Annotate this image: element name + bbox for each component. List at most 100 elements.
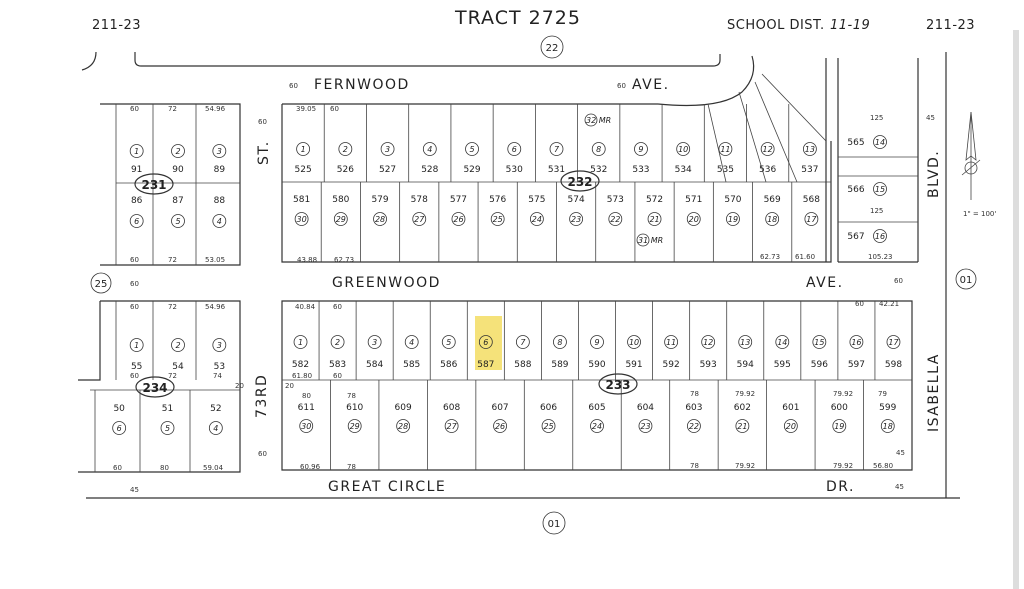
parcel-number[interactable]: 602: [734, 403, 751, 413]
parcel-number[interactable]: 598: [885, 360, 902, 370]
parcel-number[interactable]: 575: [528, 195, 545, 205]
parcel-number[interactable]: 599: [879, 403, 896, 413]
parcel-number[interactable]: 579: [371, 195, 388, 205]
parcel-number[interactable]: 570: [724, 195, 741, 205]
parcel-number[interactable]: 595: [774, 360, 791, 370]
parcel-number[interactable]: 610: [346, 403, 363, 413]
dim-label: 60: [130, 105, 139, 113]
lot-number-circle: [338, 142, 353, 156]
lot-number: 13: [740, 338, 750, 347]
parcel-number[interactable]: 534: [675, 165, 692, 175]
lot-number: 16: [875, 232, 885, 241]
mr-label: 32 MR: [586, 116, 611, 125]
lot-number: 17: [806, 215, 817, 224]
parcel-number[interactable]: 568: [803, 195, 820, 205]
parcel-number[interactable]: 572: [646, 195, 663, 205]
parcel-number[interactable]: 532: [590, 165, 607, 175]
parcel-number[interactable]: 597: [848, 360, 865, 370]
parcel-number[interactable]: 574: [568, 195, 585, 205]
parcel-number[interactable]: 601: [782, 403, 799, 413]
parcel-number[interactable]: 593: [700, 360, 717, 370]
parcel-number[interactable]: 583: [329, 360, 346, 370]
parcel-number[interactable]: 576: [489, 195, 506, 205]
lot-number: 6: [512, 145, 517, 154]
parcel-number[interactable]: 88: [214, 196, 226, 206]
block-231-label: 231: [141, 178, 166, 192]
parcel-number[interactable]: 581: [293, 195, 310, 205]
parcel-number[interactable]: 606: [540, 403, 557, 413]
parcel-number[interactable]: 86: [131, 196, 143, 206]
parcel-number[interactable]: 565: [847, 138, 864, 148]
lot-number: 24: [532, 215, 542, 224]
parcel-number[interactable]: 584: [366, 360, 383, 370]
parcel-number[interactable]: 589: [551, 360, 568, 370]
parcel-number[interactable]: 585: [403, 360, 420, 370]
parcel-number[interactable]: 592: [663, 360, 680, 370]
dim-label: 125: [870, 114, 883, 122]
lot-number: 18: [883, 422, 893, 431]
lot-number: 5: [165, 424, 170, 433]
street-great-circle: GREAT CIRCLE: [328, 479, 446, 495]
parcel-number[interactable]: 537: [801, 165, 818, 175]
diagonal-lot-lines: [707, 73, 827, 183]
parcel-number[interactable]: 600: [831, 403, 848, 413]
parcel-number[interactable]: 525: [295, 165, 312, 175]
lot-number-circle: [541, 419, 556, 433]
parcel-number[interactable]: 53: [214, 362, 225, 372]
parcel-number[interactable]: 567: [847, 232, 864, 242]
lot-number-circle: [171, 144, 185, 158]
parcel-number[interactable]: 529: [463, 165, 480, 175]
parcel-number[interactable]: 608: [443, 403, 460, 413]
parcel-number[interactable]: 605: [588, 403, 605, 413]
lot-number-circle: [515, 335, 530, 349]
parcel-number[interactable]: 580: [332, 195, 349, 205]
parcel-number[interactable]: 90: [172, 165, 184, 175]
lot-number-circle: [293, 335, 308, 349]
parcel-number[interactable]: 591: [625, 360, 642, 370]
parcel-number[interactable]: 594: [737, 360, 754, 370]
parcel-number[interactable]: 571: [685, 195, 702, 205]
street-greenwood: GREENWOOD: [332, 275, 441, 291]
parcel-number[interactable]: 528: [421, 165, 438, 175]
parcel-number[interactable]: 603: [685, 403, 702, 413]
parcel-number[interactable]: 577: [450, 195, 467, 205]
lot-number-circle: [718, 142, 733, 156]
parcel-number[interactable]: 530: [506, 165, 523, 175]
parcel-number[interactable]: 50: [113, 404, 125, 414]
parcel-number[interactable]: 55: [131, 362, 142, 372]
parcel-number[interactable]: 588: [514, 360, 531, 370]
parcel-number[interactable]: 604: [637, 403, 654, 413]
parcel-number[interactable]: 526: [337, 165, 354, 175]
parcel-number[interactable]: 587: [477, 360, 494, 370]
lot-number: 25: [543, 422, 553, 431]
parcel-number[interactable]: 54: [172, 362, 184, 372]
parcel-number[interactable]: 535: [717, 165, 734, 175]
parcel-number[interactable]: 87: [172, 196, 183, 206]
parcel-number[interactable]: 611: [298, 403, 315, 413]
parcel-number[interactable]: 91: [131, 165, 142, 175]
parcel-number[interactable]: 527: [379, 165, 396, 175]
parcel-number[interactable]: 578: [411, 195, 428, 205]
lot-number-circle: [330, 335, 345, 349]
parcel-number[interactable]: 51: [162, 404, 173, 414]
parcel-number[interactable]: 52: [210, 404, 221, 414]
dim-label: 54.96: [205, 105, 226, 113]
parcel-number[interactable]: 569: [764, 195, 781, 205]
parcel-number[interactable]: 533: [632, 165, 649, 175]
parcel-number[interactable]: 590: [588, 360, 605, 370]
lot-number-circle: [664, 335, 679, 349]
parcel-number[interactable]: 573: [607, 195, 624, 205]
parcel-number[interactable]: 609: [395, 403, 412, 413]
parcel-number[interactable]: 607: [491, 403, 508, 413]
parcel-number[interactable]: 89: [214, 165, 226, 175]
parcel-number[interactable]: 582: [292, 360, 309, 370]
parcel-number[interactable]: 566: [847, 185, 864, 195]
parcel-number[interactable]: 536: [759, 165, 776, 175]
code-circle-top: [540, 35, 564, 59]
dim-label: 79.92: [833, 390, 853, 398]
parcel-number[interactable]: 531: [548, 165, 565, 175]
parcel-number[interactable]: 586: [440, 360, 457, 370]
lot-number: 2: [335, 338, 340, 347]
parcel-number[interactable]: 596: [811, 360, 828, 370]
